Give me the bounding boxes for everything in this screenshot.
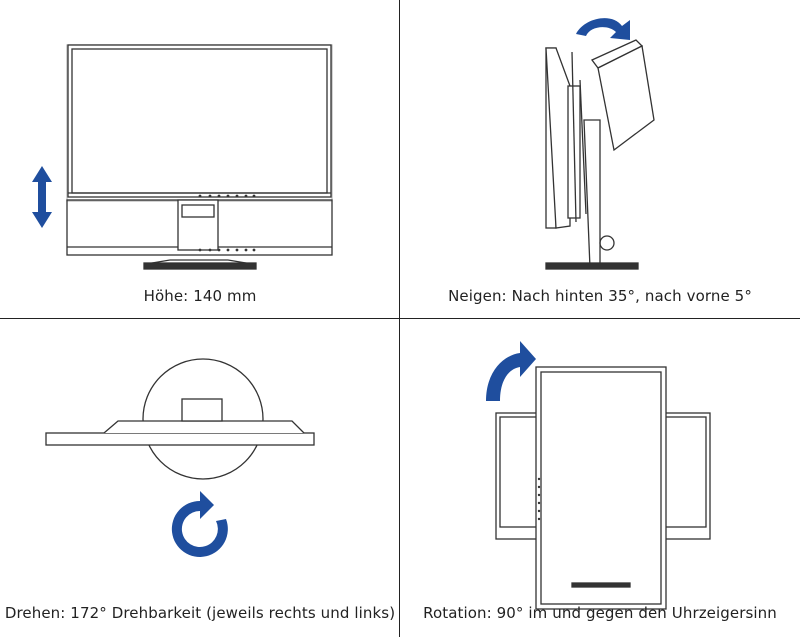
vertical-double-arrow-icon xyxy=(32,166,52,228)
circular-arrow-icon xyxy=(171,491,228,557)
panel-rotation: Rotation: 90° im und gegen den Uhrzeiger… xyxy=(400,319,800,637)
curved-arrow-tilt-icon xyxy=(576,18,630,40)
caption-tilt: Neigen: Nach hinten 35°, nach vorne 5° xyxy=(448,287,752,305)
caption-height: Höhe: 140 mm xyxy=(143,287,257,305)
curved-arrow-rotate-icon xyxy=(486,341,536,401)
panel-swivel: Drehen: 172° Drehbarkeit (jeweils rechts… xyxy=(0,319,399,637)
monitor-front-view-illustration xyxy=(32,44,333,270)
panel-tilt: Neigen: Nach hinten 35°, nach vorne 5° xyxy=(400,0,800,318)
horizontal-divider xyxy=(0,318,800,319)
panel-height: Höhe: 140 mm xyxy=(0,0,399,318)
caption-swivel: Drehen: 172° Drehbarkeit (jeweils rechts… xyxy=(4,604,396,622)
caption-rotation: Rotation: 90° im und gegen den Uhrzeiger… xyxy=(423,604,777,622)
monitor-side-view-illustration xyxy=(545,18,655,270)
monitor-top-view-illustration xyxy=(45,358,315,557)
monitor-pivot-illustration xyxy=(486,341,711,610)
